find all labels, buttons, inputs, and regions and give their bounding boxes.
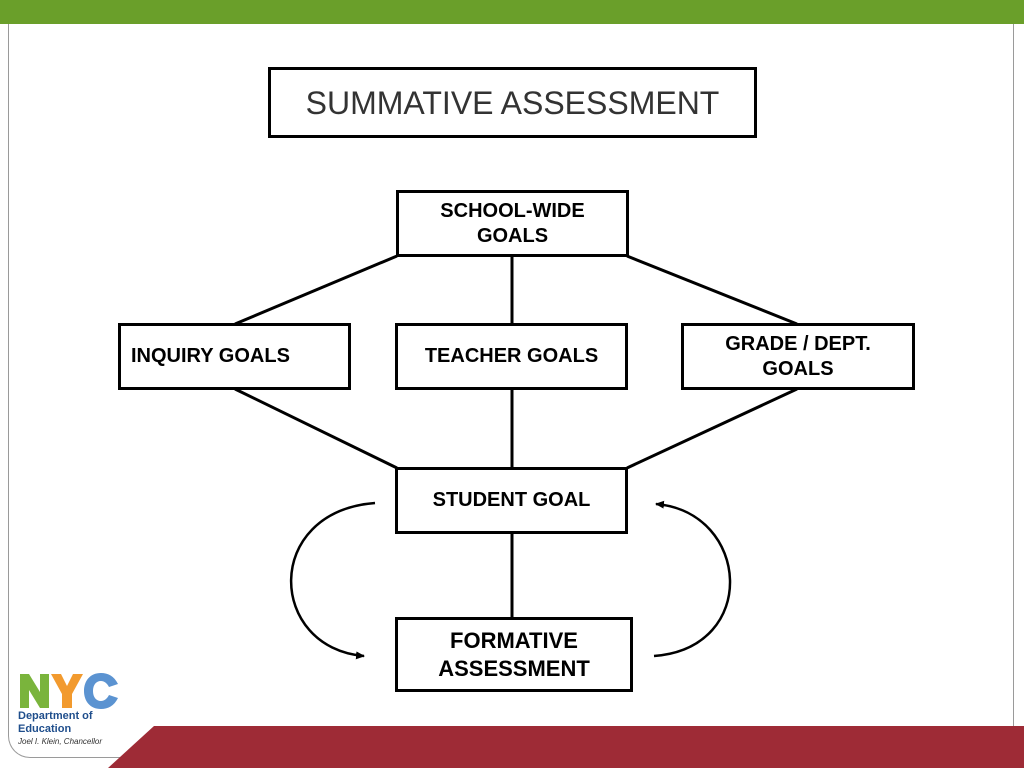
inquiry-goals-label: INQUIRY GOALS [131,345,290,367]
edge-inquiry-to-student [234,387,398,470]
summative-assessment-label: SUMMATIVE ASSESSMENT [305,84,720,121]
cycle-arrow-right [653,500,732,658]
formative-assessment-line1: FORMATIVE [450,628,578,653]
formative-assessment-box: FORMATIVE ASSESSMENT [395,617,633,692]
teacher-goals-label: TEACHER GOALS [424,345,599,367]
student-goal-label: STUDENT GOAL [432,489,591,511]
edge-school-to-inquiry [234,254,398,326]
school-wide-goals-line1: SCHOOL-WIDE [440,199,585,222]
summative-assessment-box: SUMMATIVE ASSESSMENT [268,67,757,138]
cycle-arrow-left [289,501,376,660]
doe-logo: Department of Education Joel I. Klein, C… [18,672,128,752]
school-wide-goals-box: SCHOOL-WIDE GOALS [396,190,629,257]
grade-dept-goals-line2: GOALS [762,357,834,380]
top-accent-bar [0,0,1024,24]
inquiry-goals-box: INQUIRY GOALS [118,323,351,390]
edge-grade-to-student [626,387,798,470]
edge-school-to-grade [626,254,798,326]
formative-assessment-line2: ASSESSMENT [438,655,590,681]
nyc-logo-mark [20,673,118,709]
bottom-accent-bar [108,726,1024,768]
student-goal-box: STUDENT GOAL [395,467,628,534]
school-wide-goals-line2: GOALS [476,224,549,247]
grade-dept-goals-line1: GRADE / DEPT. [725,332,871,355]
logo-education-text: Education [18,723,72,735]
grade-dept-goals-box: GRADE / DEPT. GOALS [681,323,915,390]
logo-department-text: Department of [18,710,93,722]
logo-chancellor-text: Joel I. Klein, Chancellor [18,737,103,746]
teacher-goals-box: TEACHER GOALS [395,323,628,390]
